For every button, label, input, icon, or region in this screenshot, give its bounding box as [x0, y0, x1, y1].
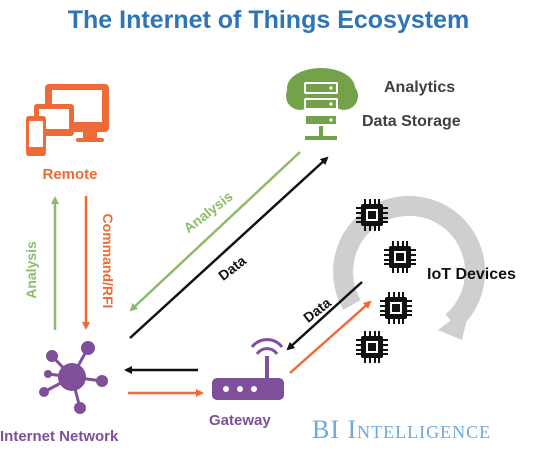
remote-label: Remote — [42, 166, 98, 183]
page-title: The Internet of Things Ecosystem — [67, 6, 470, 34]
arrow-gateway-to-devices — [289, 300, 372, 374]
brand-logo: BI Intelligence — [312, 415, 492, 444]
chip-icon — [356, 331, 388, 363]
network-hub-icon — [39, 341, 108, 414]
edge-label-command-rfi: Command/RFI — [100, 213, 116, 309]
iot-devices-label: IoT Devices — [427, 266, 516, 283]
chip-icon — [384, 241, 416, 273]
internet-network-label: Internet Network — [0, 428, 119, 445]
gateway-label: Gateway — [209, 412, 271, 429]
arrow-data-small — [286, 281, 363, 351]
analytics-label: Analytics — [384, 79, 456, 96]
arrow-data-diag — [129, 156, 329, 339]
data-storage-label: Data Storage — [362, 113, 461, 130]
arrow-analysis-diag — [129, 151, 301, 312]
cloud-server-icon — [286, 68, 358, 140]
refresh-cycle-icon — [333, 195, 486, 340]
gateway-router-icon — [212, 338, 284, 400]
chip-icon — [380, 292, 412, 324]
remote-devices-icon — [26, 84, 109, 156]
edge-label-analysis-up: Analysis — [23, 241, 39, 299]
chip-icon — [356, 199, 388, 231]
